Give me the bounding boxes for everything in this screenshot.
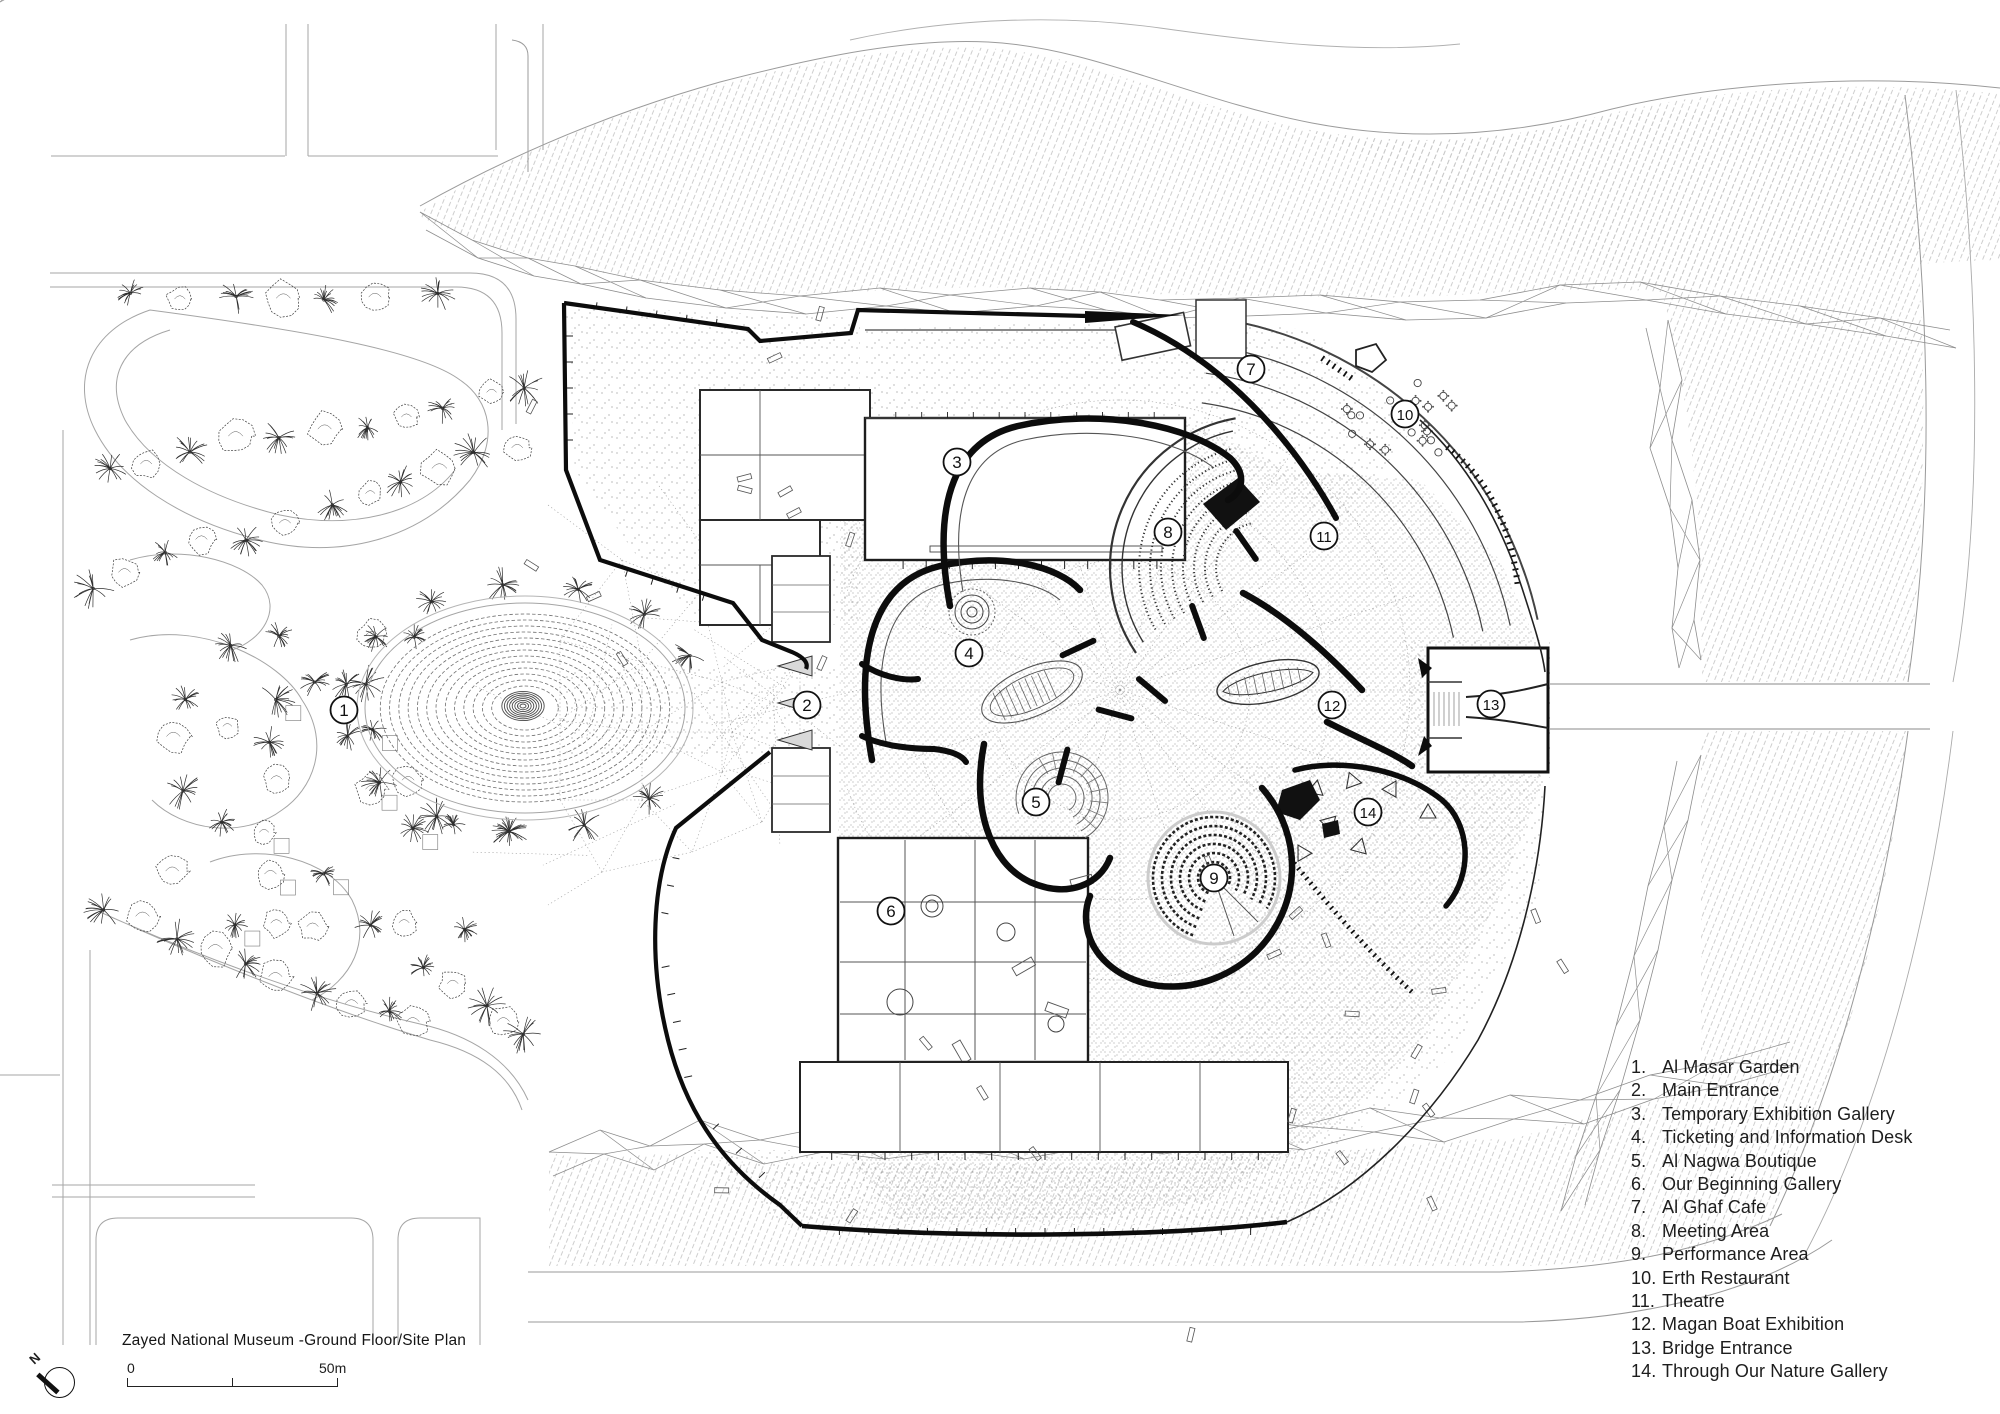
- svg-text:14: 14: [1360, 805, 1377, 822]
- legend-item-14: 14.Through Our Nature Gallery: [1631, 1360, 1912, 1383]
- scale-start-label: 0: [127, 1360, 135, 1376]
- legend-item-number: 9.: [1631, 1244, 1647, 1265]
- legend-item-label: Al Masar Garden: [1662, 1057, 1800, 1077]
- legend-item-label: Meeting Area: [1662, 1220, 1770, 1241]
- legend-item-number: 7.: [1631, 1197, 1647, 1218]
- svg-text:9: 9: [1209, 869, 1218, 888]
- legend-item-label: Main Entrance: [1662, 1080, 1780, 1101]
- restaurant-tables: [1340, 342, 1458, 457]
- legend-item-number: 14.: [1631, 1361, 1657, 1382]
- legend-item-number: 10.: [1631, 1267, 1657, 1288]
- plan-marker-4: 4: [954, 638, 984, 668]
- plan-marker-2: 2: [792, 690, 822, 720]
- legend-item-number: 13.: [1631, 1337, 1657, 1358]
- plan-marker-1: 1: [329, 695, 359, 725]
- legend-item-label: Our Beginning Gallery: [1662, 1174, 1842, 1195]
- legend-item-label: Al Nagwa Boutique: [1662, 1150, 1817, 1171]
- plan-title: Zayed National Museum -Ground Floor/Site…: [122, 1332, 467, 1349]
- plan-marker-3: 3: [942, 447, 972, 477]
- plan-marker-10: 10: [1390, 399, 1420, 429]
- legend-item-1: 1. Al Masar Garden: [1631, 1056, 1912, 1079]
- svg-text:13: 13: [1483, 697, 1500, 714]
- legend-item-number: 3.: [1631, 1103, 1647, 1124]
- legend-item-8: 8. Meeting Area: [1631, 1220, 1912, 1243]
- legend: 1. Al Masar Garden 2. Main Entrance 3. Tempor…: [1631, 1056, 1912, 1384]
- svg-text:10: 10: [1397, 407, 1414, 424]
- legend-item-number: 2.: [1631, 1080, 1647, 1101]
- bold-walls: [561, 300, 1546, 1237]
- legend-item-number: 11.: [1631, 1291, 1655, 1312]
- plan-marker-9: 9: [1199, 863, 1229, 893]
- legend-item-7: 7. Al Ghaf Cafe: [1631, 1196, 1912, 1219]
- plan-marker-6: 6: [876, 896, 906, 926]
- plan-marker-8: 8: [1153, 517, 1183, 547]
- plan-marker-5: 5: [1021, 787, 1051, 817]
- svg-text:1: 1: [339, 701, 348, 720]
- legend-item-label: Through Our Nature Gallery: [1662, 1361, 1888, 1382]
- legend-item-13: 13.Bridge Entrance: [1631, 1337, 1912, 1360]
- legend-item-3: 3. Temporary Exhibition Gallery: [1631, 1103, 1912, 1126]
- plan-marker-11: 11: [1309, 521, 1339, 551]
- legend-item-number: 4.: [1631, 1127, 1647, 1148]
- legend-item-5: 5. Al Nagwa Boutique: [1631, 1150, 1912, 1173]
- svg-text:4: 4: [964, 644, 973, 663]
- svg-text:3: 3: [952, 453, 961, 472]
- legend-item-label: Bridge Entrance: [1662, 1337, 1793, 1358]
- plan-marker-12: 12: [1317, 690, 1347, 720]
- legend-item-6: 6. Our Beginning Gallery: [1631, 1173, 1912, 1196]
- legend-item-4: 4. Ticketing and Information Desk: [1631, 1126, 1912, 1149]
- legend-item-11: 11. Theatre: [1631, 1290, 1912, 1313]
- legend-item-number: 6.: [1631, 1174, 1647, 1195]
- scale-end-label: 50m: [319, 1360, 347, 1376]
- svg-text:2: 2: [802, 696, 811, 715]
- legend-item-number: 1.: [1631, 1057, 1647, 1077]
- plan-marker-14: 14: [1353, 797, 1383, 827]
- performance-area: [1146, 810, 1282, 946]
- legend-item-2: 2. Main Entrance: [1631, 1079, 1912, 1102]
- svg-text:6: 6: [886, 902, 895, 921]
- title-block: Zayed National Museum -Ground Floor/Site…: [122, 1332, 467, 1387]
- legend-item-label: Al Ghaf Cafe: [1662, 1197, 1767, 1218]
- north-arrow: N: [26, 1348, 90, 1408]
- legend-item-label: Temporary Exhibition Gallery: [1662, 1103, 1895, 1124]
- svg-text:5: 5: [1031, 793, 1040, 812]
- legend-item-12: 12.Magan Boat Exhibition: [1631, 1313, 1912, 1336]
- plan-marker-7: 7: [1236, 354, 1266, 384]
- legend-item-label: Erth Restaurant: [1662, 1267, 1790, 1288]
- legend-item-number: 12.: [1631, 1314, 1657, 1335]
- plan-marker-13: 13: [1476, 689, 1506, 719]
- legend-item-number: 5.: [1631, 1150, 1647, 1171]
- legend-item-9: 9. Performance Area: [1631, 1243, 1912, 1266]
- legend-item-number: 8.: [1631, 1220, 1647, 1241]
- svg-text:12: 12: [1324, 698, 1341, 715]
- magan-boat: [1216, 658, 1320, 706]
- scale-bar: 0 50m: [127, 1360, 346, 1394]
- legend-item-label: Theatre: [1662, 1291, 1725, 1312]
- svg-text:11: 11: [1316, 529, 1332, 546]
- legend-item-label: Magan Boat Exhibition: [1662, 1314, 1845, 1335]
- legend-item-10: 10.Erth Restaurant: [1631, 1267, 1912, 1290]
- central-stair-oval: [981, 660, 1083, 724]
- legend-item-label: Performance Area: [1662, 1244, 1809, 1265]
- landscape-hatch: [419, 19, 2000, 1323]
- svg-text:8: 8: [1163, 523, 1172, 542]
- legend-item-label: Ticketing and Information Desk: [1662, 1127, 1913, 1148]
- svg-text:7: 7: [1246, 360, 1255, 379]
